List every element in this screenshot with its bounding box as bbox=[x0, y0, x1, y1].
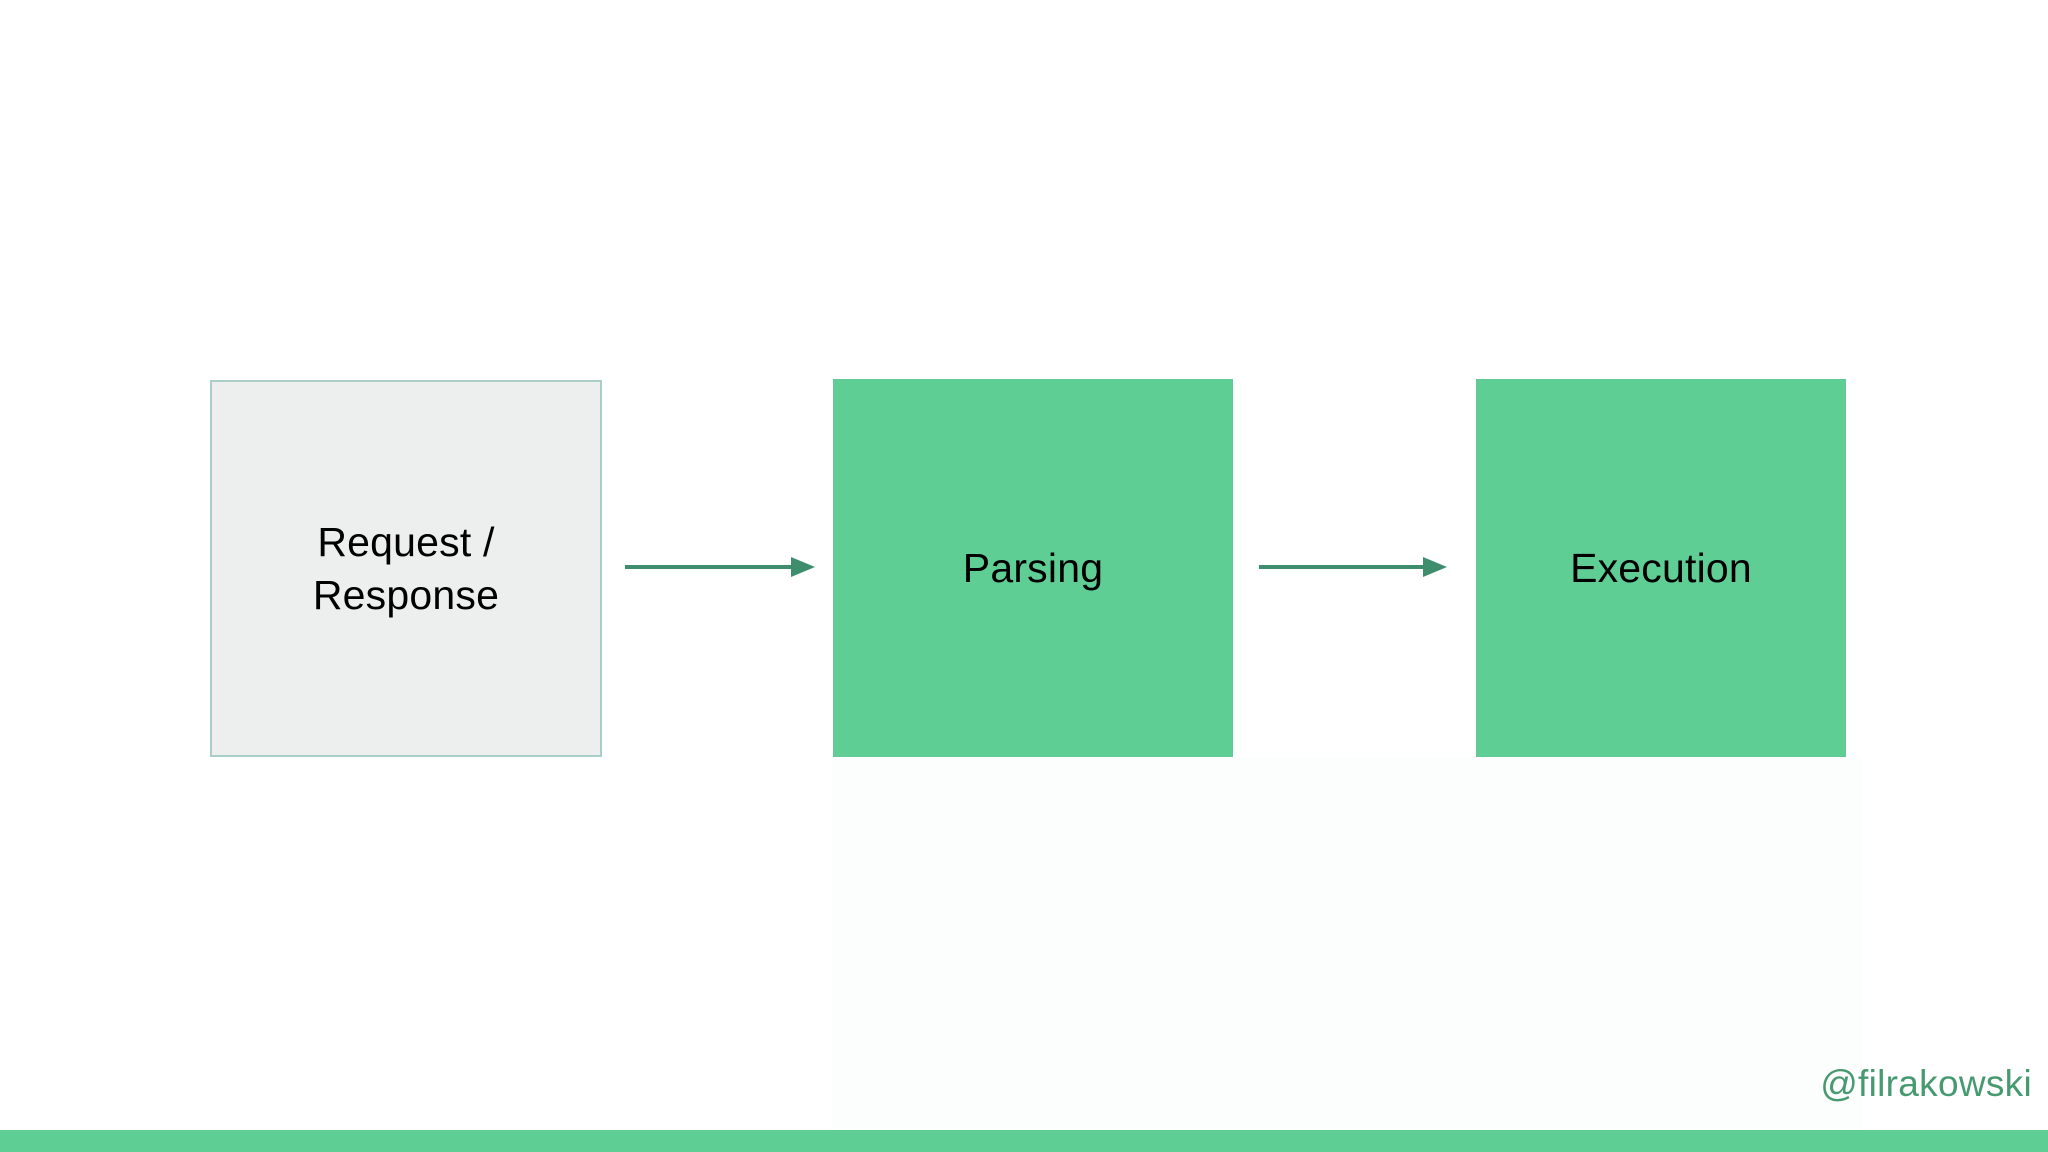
author-watermark: @filrakowski bbox=[1820, 1063, 2032, 1104]
flow-arrow-request-to-parsing bbox=[625, 554, 815, 580]
arrow-right-icon bbox=[625, 557, 815, 577]
flow-node-parsing-label: Parsing bbox=[962, 544, 1104, 591]
background-panel bbox=[832, 757, 1862, 1137]
arrow-right-icon bbox=[1259, 557, 1447, 577]
flow-node-parsing[interactable]: Parsing bbox=[833, 379, 1233, 757]
flow-node-execution[interactable]: Execution bbox=[1476, 379, 1846, 757]
flow-node-request-response-label: Request / Response bbox=[312, 519, 500, 618]
flow-node-request-response[interactable]: Request / Response bbox=[210, 380, 602, 757]
flow-arrow-parsing-to-execution bbox=[1259, 554, 1447, 580]
footer-accent-bar bbox=[0, 1130, 2048, 1152]
flow-node-execution-label: Execution bbox=[1570, 544, 1752, 591]
